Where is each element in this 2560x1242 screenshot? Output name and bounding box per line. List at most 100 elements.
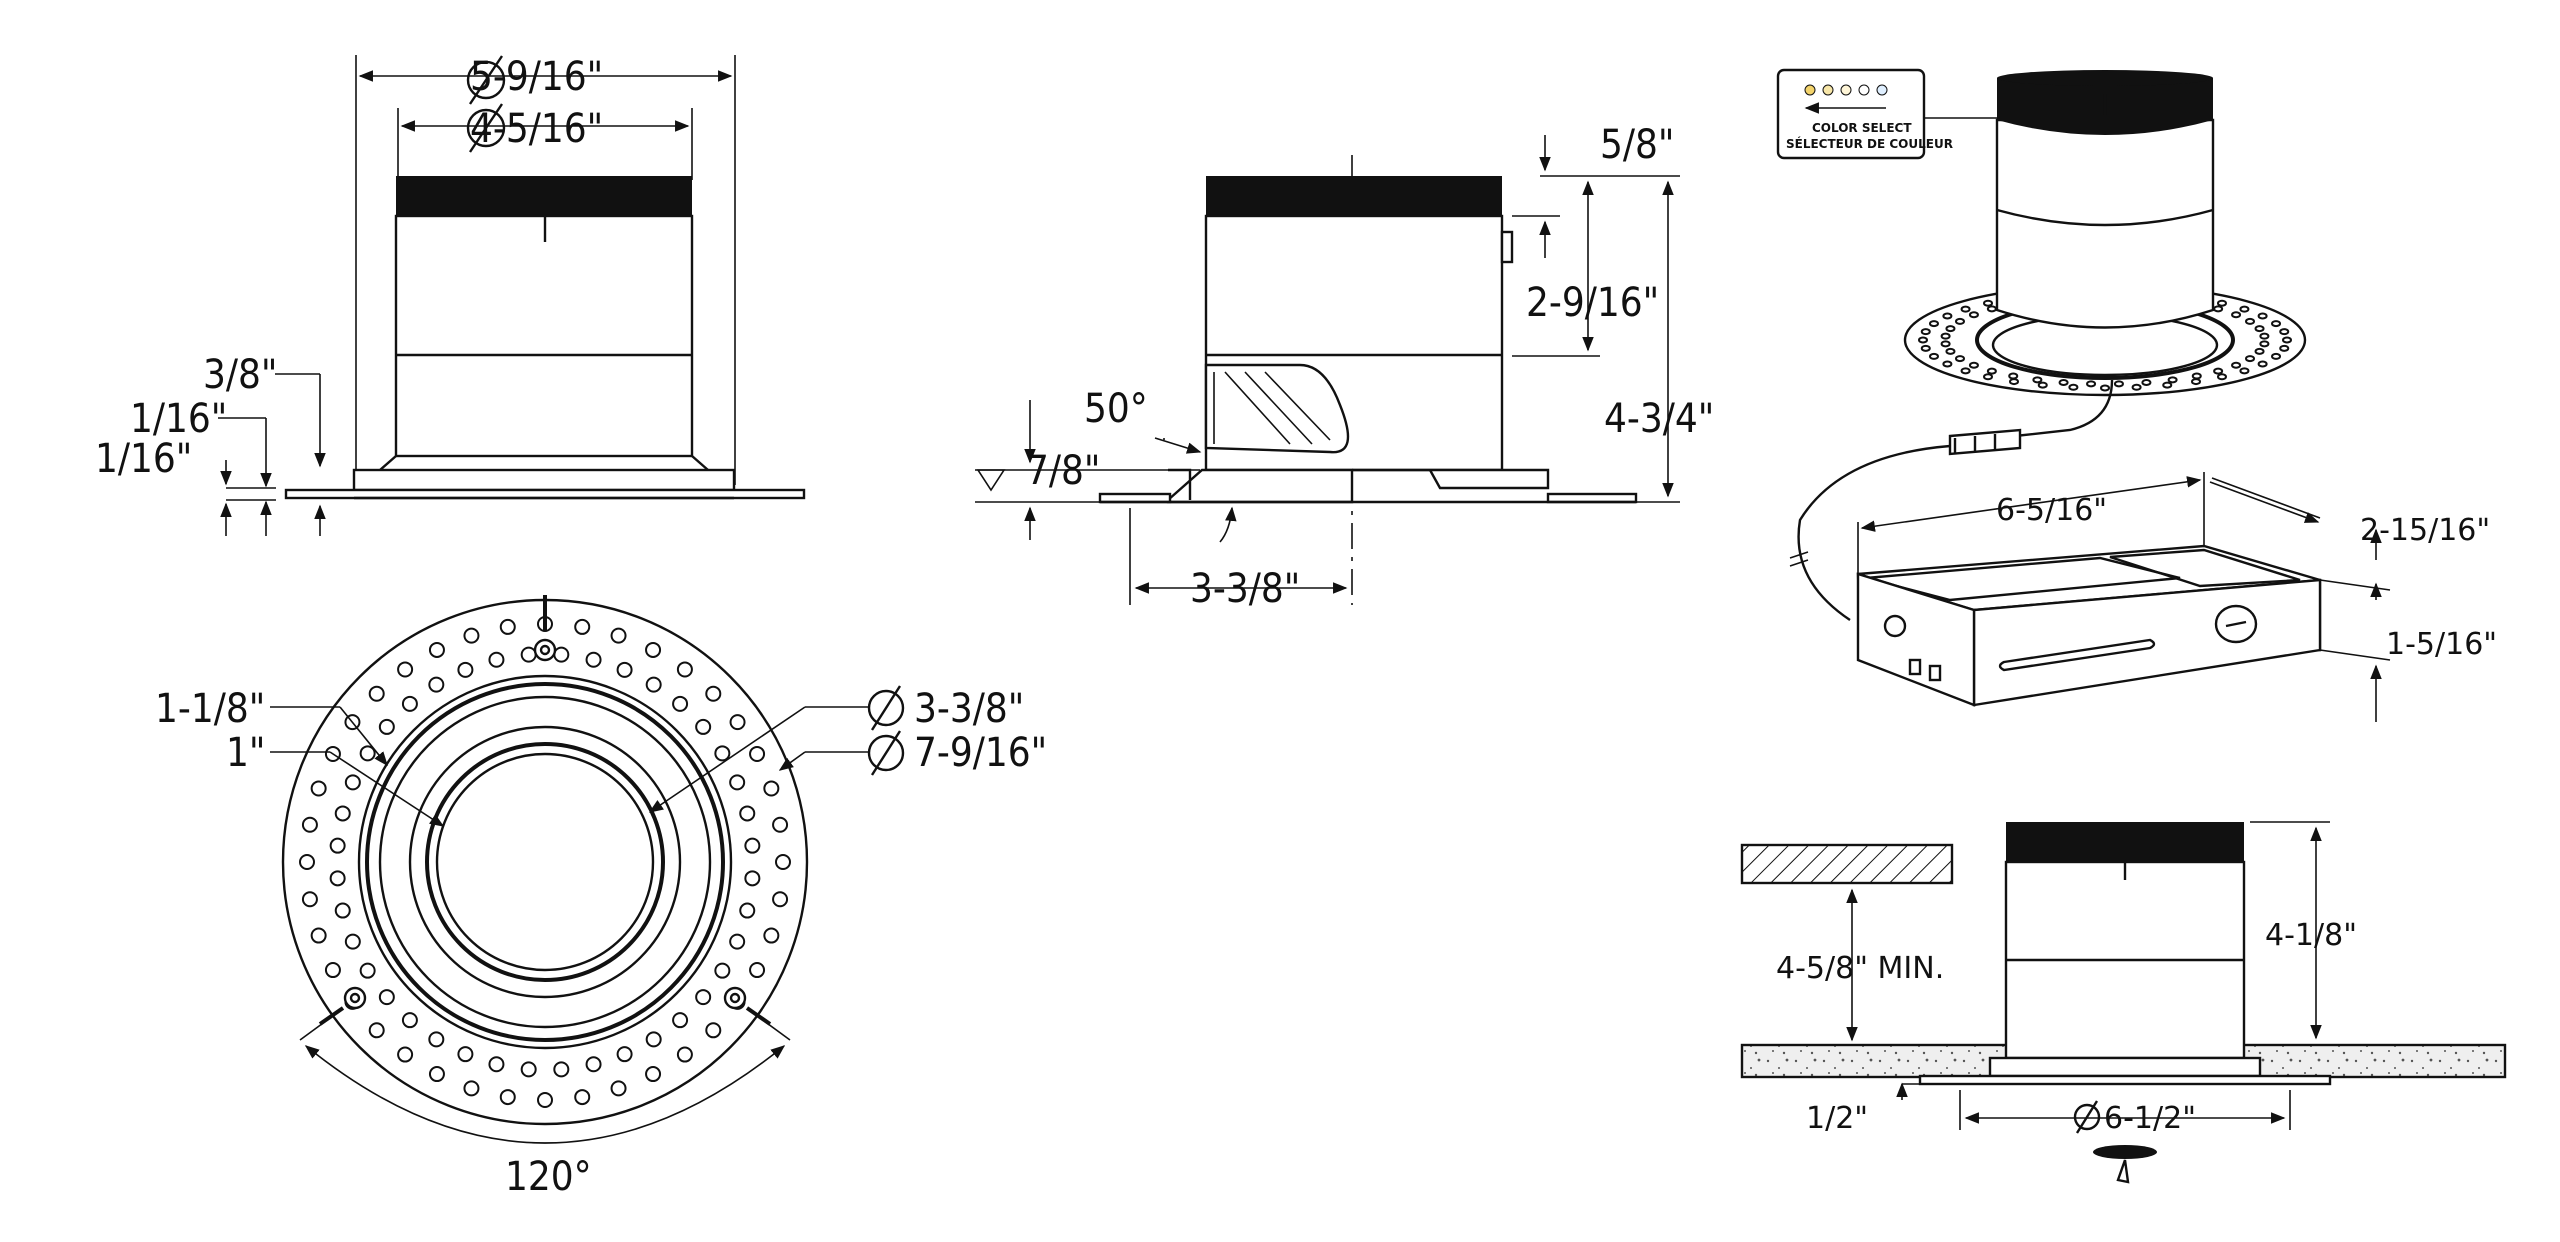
mounting-hole <box>1942 360 1953 368</box>
mounting-hole <box>2245 355 2256 363</box>
mounting-hole <box>1968 311 1979 319</box>
mounting-hole <box>428 1031 445 1048</box>
mounting-hole <box>739 805 756 822</box>
mounting-hole <box>310 780 327 797</box>
mounting-hole <box>344 774 361 791</box>
mounting-hole <box>499 618 516 635</box>
dim-install-height: 4-1/8" <box>2265 918 2357 953</box>
mounting-hole <box>334 902 351 919</box>
dim-iso-box-width: 2-15/16" <box>2360 513 2490 548</box>
mounting-hole <box>2191 372 2202 380</box>
mounting-hole <box>2167 376 2178 384</box>
mounting-hole <box>301 816 318 833</box>
mounting-hole <box>574 618 591 635</box>
mounting-hole <box>457 661 474 678</box>
dim-plan-angle: 120° <box>505 1154 592 1200</box>
mounting-hole <box>2257 312 2268 320</box>
mounting-hole <box>645 676 662 693</box>
mounting-hole <box>1983 299 1994 307</box>
dim-plan-inner-diameter: 3-3/8" <box>914 686 1024 732</box>
mounting-hole <box>2257 360 2268 368</box>
mounting-hole <box>616 1046 633 1063</box>
mounting-hole <box>488 1056 505 1073</box>
mounting-hole <box>2231 311 2242 319</box>
mounting-hole <box>1928 352 1939 360</box>
dim-plan-outer-diameter: 7-9/16" <box>914 730 1047 776</box>
mounting-hole <box>2239 305 2250 313</box>
mounting-hole <box>2254 325 2265 333</box>
mounting-hole <box>1945 347 1956 355</box>
mounting-hole <box>2131 383 2142 391</box>
mounting-hole <box>676 661 693 678</box>
mounting-hole <box>499 1089 516 1106</box>
mounting-hole <box>585 651 602 668</box>
dim-section-three-three-eighths: 3-3/8" <box>1190 566 1300 612</box>
mounting-hole <box>457 1046 474 1063</box>
mounting-hole <box>744 870 761 887</box>
mounting-hole <box>463 1080 480 1097</box>
mounting-hole <box>463 627 480 644</box>
mounting-hole <box>2162 381 2173 389</box>
mounting-hole <box>1918 336 1928 344</box>
mounting-hole <box>739 902 756 919</box>
mounting-hole <box>1986 305 1997 313</box>
mounting-hole <box>2245 317 2256 325</box>
mounting-hole <box>2271 352 2282 360</box>
mounting-hole <box>1986 367 1997 375</box>
mounting-hole <box>744 837 761 854</box>
mounting-hole <box>729 774 746 791</box>
mounting-hole <box>775 854 791 870</box>
mounting-hole <box>2216 373 2227 381</box>
mounting-hole <box>368 685 385 702</box>
mounting-hole <box>672 1012 689 1029</box>
mounting-hole <box>2279 344 2290 352</box>
dim-install-ceiling-thickness: 1/2" <box>1806 1101 1868 1136</box>
mounting-hole <box>645 1066 662 1083</box>
mounting-hole <box>2259 332 2270 340</box>
mounting-hole <box>2216 299 2227 307</box>
mounting-hole <box>763 780 780 797</box>
mounting-hole <box>324 962 341 979</box>
mounting-hole <box>705 685 722 702</box>
mounting-hole <box>772 816 789 833</box>
mounting-hole <box>2213 305 2224 313</box>
mounting-hole <box>1954 355 1965 363</box>
mounting-hole <box>301 891 318 908</box>
mounting-hole <box>610 1080 627 1097</box>
mounting-hole <box>1960 305 1971 313</box>
mounting-hole <box>2032 376 2043 384</box>
diameter-symbol-icon <box>2073 1100 2101 1134</box>
mounting-hole <box>672 695 689 712</box>
mounting-hole <box>1983 373 1994 381</box>
mounting-hole <box>378 989 395 1006</box>
mounting-hole <box>2113 380 2124 388</box>
mounting-hole <box>2213 367 2224 375</box>
mounting-hole <box>488 651 505 668</box>
mounting-hole <box>585 1056 602 1073</box>
dim-install-min-clearance: 4-5/8" MIN. <box>1776 951 1944 986</box>
mounting-hole <box>645 1031 662 1048</box>
mounting-hole <box>1920 328 1931 336</box>
mounting-hole <box>749 745 766 762</box>
diameter-symbol-icon <box>867 685 905 776</box>
mounting-hole <box>428 641 445 658</box>
mounting-hole <box>645 641 662 658</box>
mounting-hole <box>705 1022 722 1039</box>
mounting-hole <box>2068 383 2079 391</box>
mounting-hole <box>2191 378 2201 386</box>
dim-iso-box-height: 1-5/16" <box>2386 627 2497 662</box>
dim-front-outer-diameter: 5-9/16" <box>470 54 603 100</box>
dim-front-three-eighths: 3/8" <box>203 352 277 398</box>
mounting-hole <box>2009 378 2019 386</box>
mounting-hole <box>1940 340 1951 348</box>
mounting-hole <box>714 962 731 979</box>
mounting-hole <box>2086 380 2097 388</box>
mounting-hole <box>359 962 376 979</box>
mounting-hole <box>2282 336 2292 344</box>
mounting-hole <box>729 714 746 731</box>
diameter-symbol-icon <box>466 55 506 153</box>
dim-section-two-nine-sixteenths: 2-9/16" <box>1526 280 1659 326</box>
section-view <box>975 135 1680 605</box>
mounting-hole <box>1945 325 1956 333</box>
mounting-hole <box>772 891 789 908</box>
